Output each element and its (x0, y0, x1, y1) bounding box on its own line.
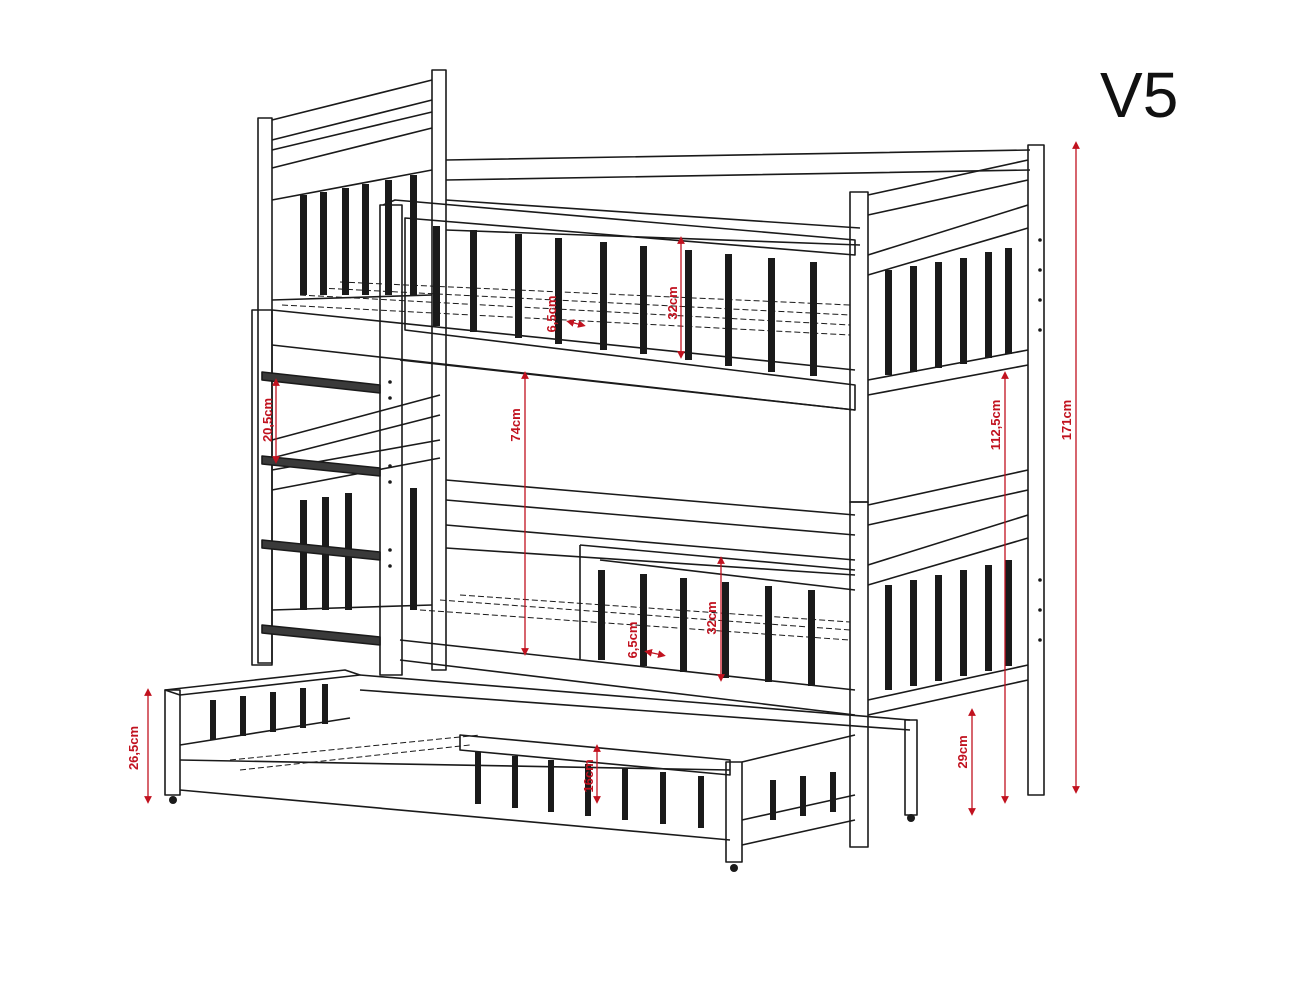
upper-front-slats (433, 226, 817, 376)
dim-lower-bed-height: 29cm (955, 735, 970, 768)
lower-footboard-slats (885, 560, 1012, 690)
dim-slat-gap-bottom: 6,5cm (625, 622, 640, 659)
ladder (251, 204, 403, 676)
upper-bed (271, 149, 1031, 411)
dim-slat-gap-top: 6,5cm (544, 296, 559, 333)
model-label: V5 (1100, 59, 1179, 131)
dim-ladder-step: 20,5cm (260, 398, 275, 442)
dim-trundle-rail: 16cm (581, 759, 596, 792)
dimension-labels: 26,5cm 20,5cm 74cm 6,5cm 32cm 6,5cm 32cm… (126, 286, 1074, 792)
dim-trundle-height: 26,5cm (126, 726, 141, 770)
front-right-post (849, 144, 1045, 848)
dim-rail-height-bottom: 32cm (704, 601, 719, 634)
upper-footboard-slats (885, 248, 1012, 375)
left-rear-headboard (257, 69, 447, 671)
lower-front-slats (598, 570, 815, 686)
dimension-lines (144, 141, 1080, 816)
left-upper-slats (300, 175, 417, 295)
dim-total-height: 171cm (1059, 400, 1074, 440)
dim-upper-bed-height: 112,5cm (988, 400, 1003, 451)
lower-bed (399, 479, 856, 716)
bed-line-art (164, 69, 1045, 872)
dim-rail-height-top: 32cm (665, 286, 680, 319)
trundle-slats (210, 684, 836, 828)
dim-bed-clearance: 74cm (508, 408, 523, 441)
trundle (164, 669, 918, 872)
